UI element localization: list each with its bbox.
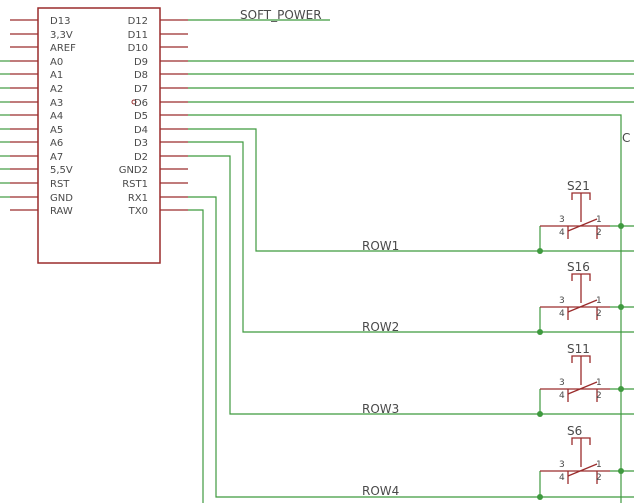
switch-pin-label: 4	[559, 391, 565, 401]
pin-label: D12	[128, 16, 148, 27]
switch-pin-label: 1	[596, 460, 602, 470]
pin-label: D10	[128, 43, 148, 54]
switch-label: S6	[567, 424, 582, 438]
pin-label: GND2	[119, 165, 148, 176]
wires	[0, 19, 634, 503]
net-label-row1: ROW1	[362, 239, 399, 253]
switch-s21: S21 3 1 4 2	[540, 179, 610, 239]
junction-dot	[537, 411, 543, 417]
pin-label: TX0	[128, 206, 148, 217]
switch-pin-label: 1	[596, 215, 602, 225]
switch-s11: S11 3 1 4 2	[540, 342, 610, 402]
chip-left-pin-stubs	[10, 19, 38, 211]
switch-pin-label: 4	[559, 473, 565, 483]
chip-left-labels: D13 3,3V AREF A0 A1 A2 A3 A4 A5 A6 A7 5,…	[50, 16, 76, 217]
pin-label: RST	[50, 179, 70, 190]
net-label-partial: C	[622, 131, 630, 145]
wire-row4	[188, 196, 634, 498]
pin-label: 3,3V	[50, 30, 73, 41]
chip-right-labels: D12 D11 D10 D9 D8 D7 D6 D5 D4 D3 D2 GND2…	[119, 16, 148, 217]
net-label-row4: ROW4	[362, 484, 399, 498]
switch-pin-label: 3	[559, 460, 565, 470]
pin-label: A3	[50, 98, 63, 109]
switch-pin-label: 1	[596, 296, 602, 306]
switch-s16: S16 3 1 4 2	[540, 260, 610, 320]
pin-label: D11	[128, 30, 148, 41]
pin-label: RX1	[128, 193, 148, 204]
pin-label: D4	[134, 125, 148, 136]
junction-dot	[537, 494, 543, 500]
switch-pin-label: 3	[559, 215, 565, 225]
net-labels: SOFT_POWER C ROW1 ROW2 ROW3 ROW4	[240, 8, 630, 498]
switch-label: S21	[567, 179, 590, 193]
switch-label: S11	[567, 342, 590, 356]
pin-label: D2	[134, 152, 148, 163]
switch-pin-label: 4	[559, 309, 565, 319]
pin-label: D6	[134, 98, 148, 109]
pin-label: D7	[134, 84, 148, 95]
pin-label: A6	[50, 138, 63, 149]
chip-right-pin-stubs	[160, 19, 188, 211]
switch-pin-label: 2	[596, 309, 602, 319]
pin-label: AREF	[50, 43, 76, 54]
wire-row3	[188, 155, 634, 415]
wire-row1	[188, 128, 634, 252]
switch-label: S16	[567, 260, 590, 274]
switch-pin-label: 4	[559, 228, 565, 238]
pin-label: 5,5V	[50, 165, 73, 176]
pin-label: A1	[50, 70, 63, 81]
switch-pin-label: 2	[596, 473, 602, 483]
pin-invert-marker	[131, 99, 137, 105]
junctions	[537, 223, 624, 500]
junction-dot	[537, 329, 543, 335]
net-label-row2: ROW2	[362, 320, 399, 334]
pin-label: D9	[134, 57, 148, 68]
pin-label: RAW	[50, 206, 73, 217]
pin-label: A2	[50, 84, 63, 95]
pin-label: D13	[50, 16, 70, 27]
wire-d5-column	[188, 114, 622, 503]
arduino-chip: D13 3,3V AREF A0 A1 A2 A3 A4 A5 A6 A7 5,…	[10, 7, 188, 264]
wire-tx0	[188, 209, 204, 503]
switch-pin-label: 3	[559, 296, 565, 306]
switch-pin-label: 3	[559, 378, 565, 388]
junction-dot	[618, 304, 624, 310]
switch-pin-label: 1	[596, 378, 602, 388]
junction-dot	[618, 223, 624, 229]
pin-label: A5	[50, 125, 63, 136]
pin-label: GND	[50, 193, 73, 204]
junction-dot	[537, 248, 543, 254]
switch-s6: S6 3 1 4 2	[540, 424, 610, 484]
pin-label: A0	[50, 57, 63, 68]
net-label-row3: ROW3	[362, 402, 399, 416]
pin-label: A4	[50, 111, 63, 122]
switch-pin-label: 2	[596, 228, 602, 238]
pin-label: D5	[134, 111, 148, 122]
chip-body	[37, 7, 161, 264]
junction-dot	[618, 468, 624, 474]
pin-label: D3	[134, 138, 148, 149]
pin-label: RST1	[122, 179, 148, 190]
net-label-soft-power: SOFT_POWER	[240, 8, 322, 22]
wire-row2	[188, 141, 634, 333]
pin-label: A7	[50, 152, 63, 163]
switch-pin-label: 2	[596, 391, 602, 401]
junction-dot	[618, 386, 624, 392]
pin-label: D8	[134, 70, 148, 81]
